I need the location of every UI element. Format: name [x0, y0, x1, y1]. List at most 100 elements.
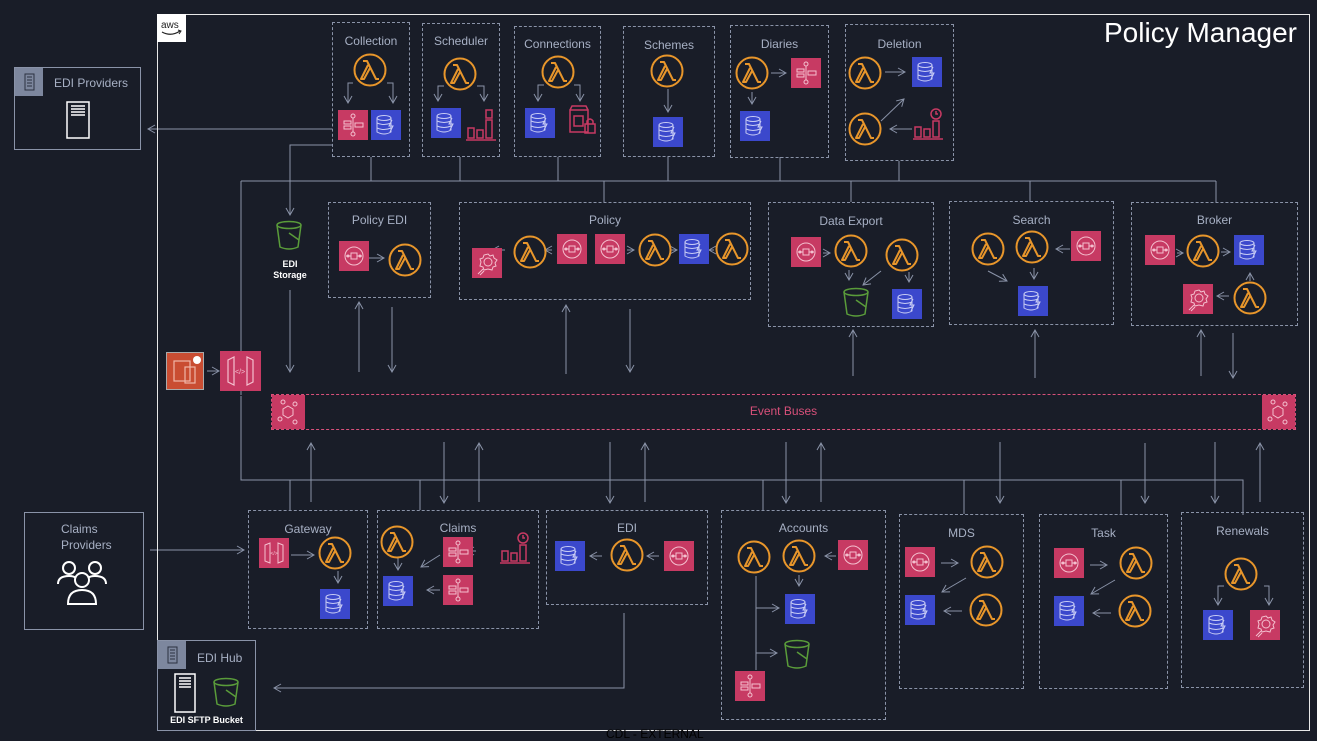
sqs-queue-icon[interactable]	[905, 547, 935, 582]
s3-bucket-icon[interactable]	[783, 639, 811, 674]
sqs-queue-icon[interactable]	[838, 540, 868, 575]
dynamodb-icon[interactable]	[371, 110, 401, 145]
lambda-icon[interactable]	[969, 593, 1003, 632]
scheduler-metrics-icon[interactable]	[499, 531, 531, 570]
lambda-icon[interactable]	[1119, 546, 1153, 585]
metrics-icon[interactable]	[465, 108, 497, 147]
lambda-icon[interactable]	[610, 538, 644, 577]
lambda-icon[interactable]	[541, 55, 575, 94]
service-schemes[interactable]: Schemes	[623, 26, 715, 157]
service-connections[interactable]: Connections	[514, 26, 601, 157]
service-label: Diaries	[760, 37, 799, 51]
sqs-queue-icon[interactable]	[1145, 235, 1175, 270]
step-functions-icon[interactable]	[443, 575, 473, 610]
dynamodb-icon[interactable]	[785, 594, 815, 629]
api-gateway-icon[interactable]: </>	[220, 351, 261, 391]
service-label: Claims	[439, 521, 477, 535]
service-policy-edi[interactable]: Policy EDI	[328, 202, 431, 298]
eventbridge-rule-icon[interactable]	[1183, 284, 1213, 319]
lambda-icon[interactable]	[970, 545, 1004, 584]
service-broker[interactable]: Broker	[1131, 202, 1298, 326]
dynamodb-icon[interactable]	[431, 108, 461, 143]
dynamodb-icon[interactable]	[653, 117, 683, 152]
dynamodb-icon[interactable]	[892, 289, 922, 324]
service-scheduler[interactable]: Scheduler	[422, 23, 500, 157]
sqs-queue-icon[interactable]	[791, 237, 821, 272]
service-mds[interactable]: MDS	[899, 514, 1024, 689]
service-label: Gateway	[284, 522, 332, 536]
sqs-queue-icon[interactable]	[1071, 231, 1101, 266]
edi-storage-bucket-icon	[275, 220, 303, 255]
lambda-icon[interactable]	[737, 540, 771, 579]
event-bus-label: Event Buses	[749, 404, 818, 418]
dynamodb-icon[interactable]	[1203, 610, 1233, 645]
lambda-icon[interactable]	[388, 243, 422, 282]
sqs-queue-icon[interactable]	[557, 234, 587, 269]
amplify-icon[interactable]	[166, 352, 204, 390]
service-accounts[interactable]: Accounts	[721, 510, 886, 720]
lambda-icon[interactable]	[650, 54, 684, 93]
service-gateway[interactable]: Gateway	[248, 510, 368, 629]
dynamodb-icon[interactable]	[679, 234, 709, 269]
step-functions-icon[interactable]	[443, 537, 473, 572]
dynamodb-icon[interactable]	[740, 111, 770, 146]
service-edi[interactable]: EDI	[546, 510, 708, 605]
service-label: MDS	[948, 526, 975, 540]
lambda-icon[interactable]	[715, 232, 749, 271]
dynamodb-icon[interactable]	[912, 57, 942, 92]
service-renewals[interactable]: Renewals	[1181, 512, 1304, 688]
lambda-icon[interactable]	[353, 53, 387, 92]
service-label: Collection	[344, 34, 398, 48]
s3-bucket-icon[interactable]	[842, 287, 870, 322]
dynamodb-icon[interactable]	[320, 589, 350, 624]
lambda-icon[interactable]	[380, 525, 414, 564]
lambda-icon[interactable]	[1118, 594, 1152, 633]
lambda-icon[interactable]	[443, 57, 477, 96]
service-data-export[interactable]: Data Export	[768, 202, 934, 327]
scheduler-metrics-icon[interactable]	[912, 107, 944, 146]
dynamodb-icon[interactable]	[555, 541, 585, 576]
service-label: Data Export	[819, 214, 883, 228]
lambda-icon[interactable]	[1015, 230, 1049, 269]
step-functions-icon[interactable]	[338, 110, 368, 145]
lambda-icon[interactable]	[1186, 234, 1220, 273]
dynamodb-icon[interactable]	[905, 595, 935, 630]
lambda-icon[interactable]	[834, 234, 868, 273]
dynamodb-icon[interactable]	[525, 108, 555, 143]
service-label: Task	[1091, 526, 1116, 540]
service-diaries[interactable]: Diaries	[730, 25, 829, 158]
service-deletion[interactable]: Deletion	[845, 24, 954, 161]
lambda-icon[interactable]	[848, 56, 882, 95]
lambda-icon[interactable]	[848, 112, 882, 151]
service-collection[interactable]: Collection	[332, 22, 410, 157]
service-policy[interactable]: Policy	[459, 202, 751, 300]
dynamodb-icon[interactable]	[1054, 596, 1084, 631]
lambda-icon[interactable]	[735, 56, 769, 95]
step-functions-icon[interactable]	[735, 671, 765, 706]
sqs-queue-icon[interactable]	[595, 234, 625, 269]
lambda-icon[interactable]	[782, 539, 816, 578]
sqs-queue-icon[interactable]	[664, 541, 694, 576]
dynamodb-icon[interactable]	[383, 576, 413, 611]
lambda-icon[interactable]	[971, 232, 1005, 271]
service-search[interactable]: Search	[949, 201, 1114, 325]
secrets-manager-icon[interactable]	[566, 104, 598, 141]
eventbridge-rule-icon[interactable]	[1250, 610, 1280, 645]
lambda-icon[interactable]	[318, 536, 352, 575]
service-claims[interactable]: Claims	[377, 510, 539, 629]
lambda-icon[interactable]	[1233, 281, 1267, 320]
service-task[interactable]: Task	[1039, 514, 1168, 689]
sqs-queue-icon[interactable]	[1054, 548, 1084, 583]
dynamodb-icon[interactable]	[1018, 286, 1048, 321]
dynamodb-icon[interactable]	[1234, 235, 1264, 270]
eventbridge-rule-icon[interactable]	[472, 248, 502, 283]
lambda-icon[interactable]	[513, 235, 547, 274]
event-bus[interactable]: Event Buses	[271, 394, 1296, 430]
lambda-icon[interactable]	[885, 238, 919, 277]
claims-providers-box: Claims Providers	[24, 512, 144, 630]
sqs-queue-icon[interactable]	[339, 241, 369, 276]
lambda-icon[interactable]	[638, 233, 672, 272]
api-gateway-icon[interactable]: </>	[259, 538, 289, 573]
step-functions-icon[interactable]	[791, 58, 821, 93]
lambda-icon[interactable]	[1224, 557, 1258, 596]
